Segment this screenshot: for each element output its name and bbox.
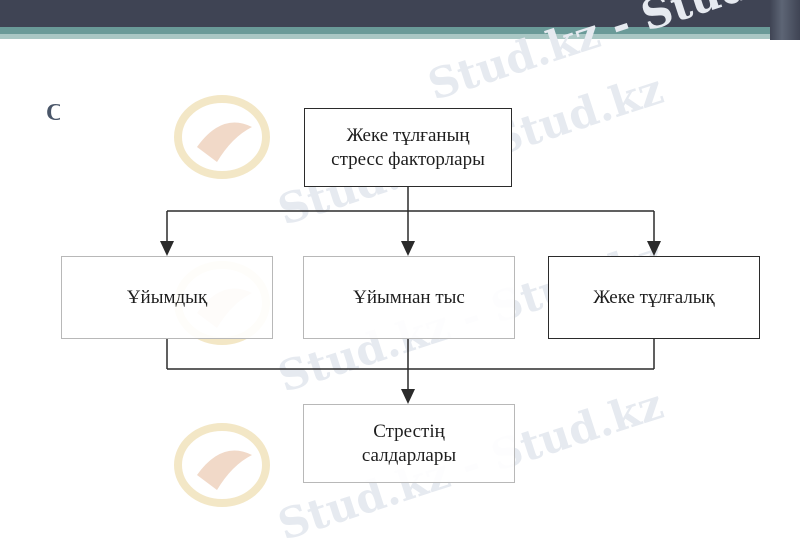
node-personal: Жеке тұлғалық [548, 256, 760, 339]
watermark-logo-icon [174, 95, 270, 179]
arrowhead-middle [401, 241, 415, 256]
node-organizational: Ұйымдық [61, 256, 273, 339]
node-stress-factors: Жеке тұлғаның стресс факторлары [304, 108, 512, 187]
diagram-connectors [160, 187, 661, 404]
slide-header-bar [0, 0, 800, 27]
slide-header-stripe [0, 27, 800, 34]
slide-header-stripe-light [0, 34, 800, 39]
arrowhead-right [647, 241, 661, 256]
node-stress-factors-label: Жеке тұлғаның стресс факторлары [331, 124, 485, 170]
slide-header-accent [770, 0, 800, 40]
arrowhead-left [160, 241, 174, 256]
node-organizational-label: Ұйымдық [126, 286, 208, 308]
node-external: Ұйымнан тыс [303, 256, 515, 339]
arrowhead-bottom [401, 389, 415, 404]
slide-title: С т [46, 100, 60, 126]
node-personal-label: Жеке тұлғалық [593, 286, 715, 308]
node-consequences: Стрестің салдарлары [303, 404, 515, 483]
node-consequences-label: Стрестің салдарлары [361, 420, 457, 466]
node-external-label: Ұйымнан тыс [353, 286, 465, 308]
